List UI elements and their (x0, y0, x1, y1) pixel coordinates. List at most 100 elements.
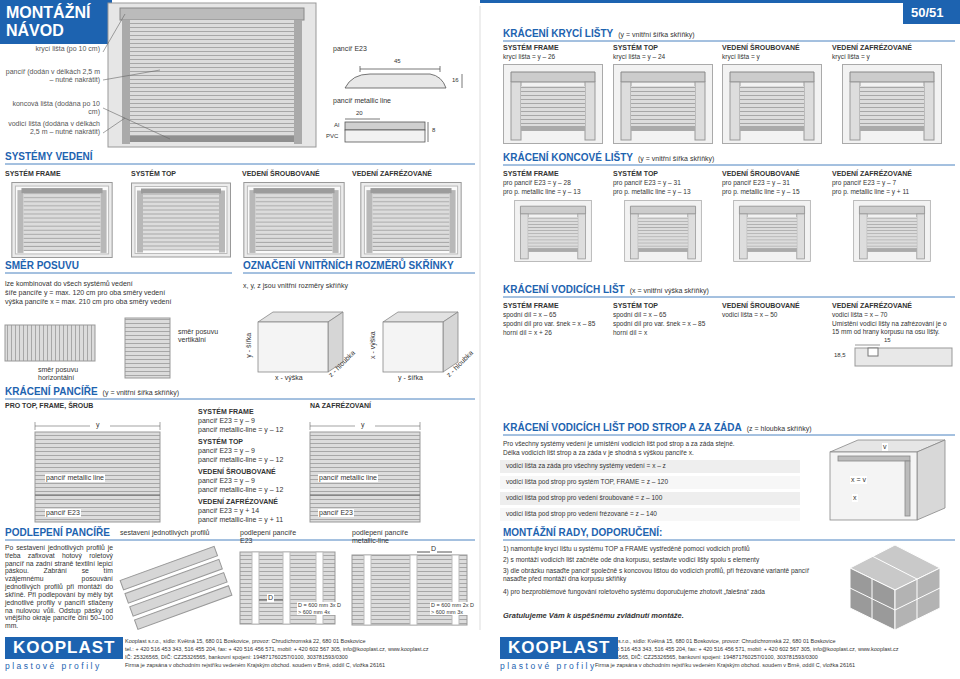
shutter-overview (130, 136, 294, 142)
column-heading: PRO TOP, FRAME, ŠROUB (5, 402, 93, 410)
profile-section (345, 119, 380, 120)
profile-section (360, 69, 440, 70)
profile-label: pancíř E23 (45, 509, 81, 517)
formula: spodní díl pro var. šnek = x – 85 (503, 320, 595, 328)
direction-figure (5, 325, 95, 361)
dimension: 18,5 (834, 352, 846, 359)
column-heading: SYSTÉM TOP (613, 170, 658, 178)
formula: spodní díl = x – 65 (613, 311, 666, 319)
heading-rule (503, 297, 955, 298)
heading-rule (503, 540, 955, 541)
shutter-cut (310, 495, 420, 496)
material-label: Al (334, 122, 339, 129)
cover-rail-figure (625, 200, 702, 261)
column-heading: NA ZAFRÉZOVANÍ (310, 402, 371, 410)
logo-box: KOOPLASTplastové profily (500, 637, 621, 675)
section-heading: KRÁCENÍ KONCOVÉ LIŠTY (503, 152, 633, 164)
formula: pro p. metallic line = y – 13 (503, 188, 581, 196)
cover-rail-figure (854, 200, 931, 261)
shutter-cut (35, 422, 36, 430)
page-number: 50/51 (911, 5, 944, 21)
shutter-overview (103, 70, 160, 80)
tape-figure (120, 546, 467, 629)
section-note: (x = vnitřní výška skříňky) (630, 287, 709, 295)
cover-rail-figure (515, 200, 592, 261)
note-text: šíře pancíře y = max. 120 cm pro oba smě… (5, 289, 165, 297)
section-heading: KRÁCENÍ VODICÍCH LIŠT POD STROP A ZA ZÁD… (503, 422, 742, 434)
figure-label: podlepení pancíře E23 (240, 529, 305, 546)
formula: pancíř metallic-line = y + 11 (198, 516, 283, 524)
profile-label: pancíř metallic line (45, 474, 105, 482)
cover-rail-figure (734, 200, 811, 261)
guide-system (12, 183, 112, 258)
heading-rule (5, 399, 475, 400)
footer-text: tel.: + 420 516 453 343, 516 455 204, fa… (125, 646, 475, 653)
shutter-overview (103, 108, 170, 139)
direction-figure (125, 318, 170, 378)
cover-rail-figure (843, 65, 942, 144)
guide-system (132, 183, 231, 257)
note-text: x, y, z jsou vnitřní rozměry skříňky (243, 282, 348, 290)
formula: pro p. metallic line = y – 13 (613, 188, 691, 196)
material-label: PVC (326, 133, 338, 140)
cube-logo (850, 545, 940, 630)
logo-tagline: plastové profily (5, 661, 126, 671)
dimension: 16 (452, 77, 459, 84)
shutter-cut (35, 495, 160, 496)
ceiling-figure (917, 440, 945, 520)
page-frame (480, 6, 481, 630)
tape-figure (283, 552, 290, 624)
footer-text: tel.: + 420 516 453 343, 516 455 204, fa… (595, 646, 950, 653)
heading-rule (503, 41, 955, 42)
ceiling-figure (830, 440, 945, 520)
shutter-cut (35, 432, 160, 522)
section-heading: KRÁCENÍ PANCÍŘE (5, 386, 98, 398)
formula: krycí lišta = y (832, 53, 870, 61)
cabinet-dimension (383, 322, 443, 372)
column-heading: SYSTÉM FRAME (503, 44, 559, 52)
direction-label: směr posuvu vertikální (178, 328, 230, 345)
cube-logo (850, 556, 940, 619)
part-label: pancíř (dodán v délkách 2,5 m – nutné na… (5, 68, 100, 85)
formula: pro pancíř E23 = y – 31 (722, 179, 790, 187)
shutter-cut (420, 422, 421, 430)
section-note: (z = hloubka skříňky) (747, 425, 812, 433)
formula: pancíř E23 = y – 9 (198, 477, 255, 485)
profile-section (360, 66, 361, 72)
section-note: (y = vnitřní šířka skříňky) (638, 155, 714, 163)
shutter-cut (35, 426, 90, 427)
shutter-overview (103, 118, 125, 133)
footer-text: Kooplast s.r.o., sídlo: Květná 15, 680 0… (125, 638, 475, 645)
section-heading: PODLEPENÍ PANCÍŘE (5, 527, 110, 539)
shutter-overview (103, 14, 125, 52)
footer-text: IČ: 25326565, DIČ: CZ25326565, bankovní … (595, 654, 950, 661)
logo-tagline: plastové profily (500, 661, 621, 671)
table-cell: vodicí lišta pod strop pro systém TOP, F… (506, 478, 668, 486)
dimension: 8 (432, 127, 435, 134)
table-row (500, 460, 800, 473)
section-note: (y = vnitřní šířka skříňky) (618, 31, 694, 39)
shutter-overview (122, 20, 130, 144)
profile-section (440, 66, 441, 72)
note-text: lze kombinovat do všech systémů vedení (5, 280, 133, 288)
shutter-overview (103, 14, 170, 139)
logo-word: KOOPLAST (5, 637, 123, 659)
dimension-label: y - šířka (245, 333, 253, 358)
guide-system (361, 183, 461, 258)
column-heading: SYSTÉM FRAME (5, 170, 61, 178)
formula-heading: SYSTÉM TOP (198, 438, 243, 446)
cover-rail-figure (504, 65, 942, 262)
heading-rule (243, 273, 475, 274)
table-row (500, 460, 800, 521)
dimension-note: D = 600 mm 2x D > 600 mm 3x (430, 602, 476, 615)
section-heading: SMĚR POSUVU (5, 260, 79, 272)
tape-figure (120, 546, 232, 629)
section-heading: KRÁCENÍ VODICÍCH LIŠT (503, 284, 625, 296)
profile-label: pancíř metallic line (333, 97, 391, 105)
note-text: Pro všechny systémy vedení je umístění v… (503, 440, 823, 448)
groove-detail (855, 345, 880, 346)
shutter-cut (160, 422, 161, 430)
formula: spodní díl = x – 65 (503, 311, 556, 319)
tape-figure (252, 552, 259, 624)
